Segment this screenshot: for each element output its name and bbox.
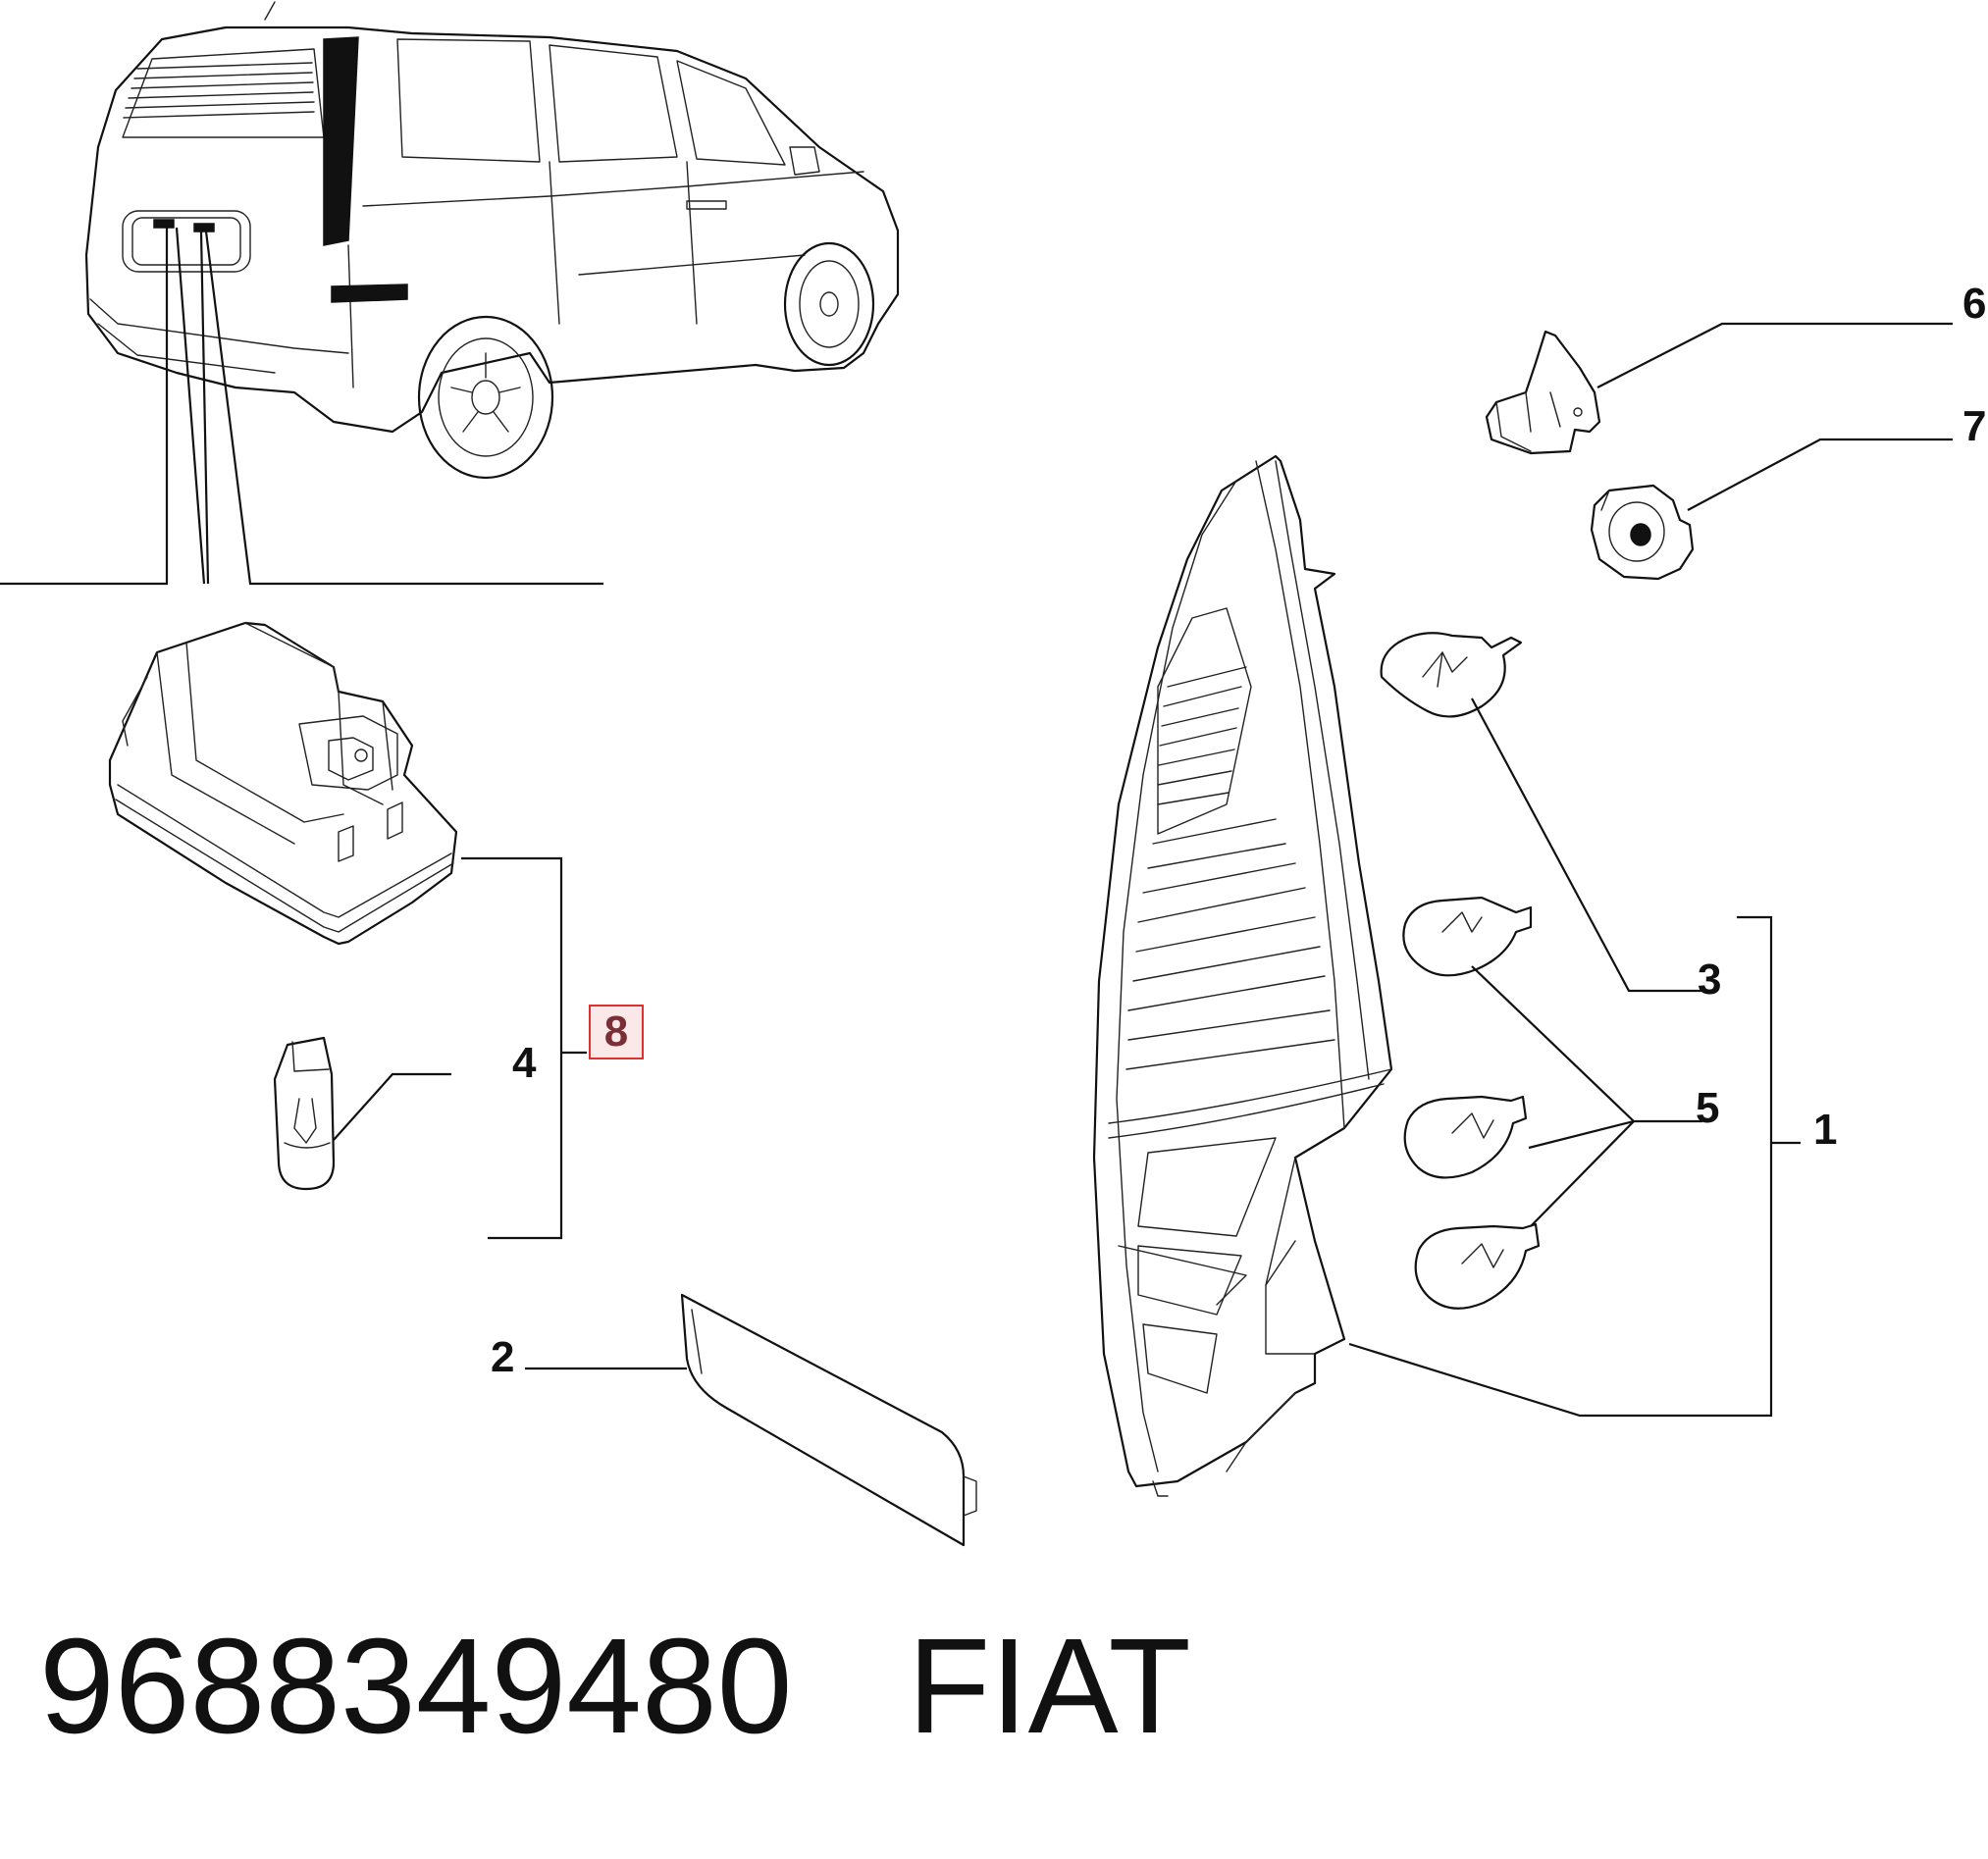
callout-label-1: 1 xyxy=(1813,1106,1838,1154)
part-number: 9688349480 xyxy=(39,1611,793,1762)
callout-label-2: 2 xyxy=(491,1333,515,1381)
brand-name: FIAT xyxy=(908,1611,1191,1762)
callout-leaders xyxy=(333,322,1953,1418)
bulb-socket xyxy=(1485,330,1601,455)
wedge-bulb xyxy=(273,1036,336,1191)
callout-label-3: 3 xyxy=(1698,955,1722,1004)
bulb-group xyxy=(1402,896,1541,1310)
bulb-b xyxy=(1403,1095,1528,1179)
callout-label-5: 5 xyxy=(1696,1084,1720,1132)
van-plate-light-leaders xyxy=(0,227,603,586)
grommet xyxy=(1590,484,1695,581)
callout-label-8-highlighted[interactable]: 8 xyxy=(589,1005,644,1059)
callout-label-4: 4 xyxy=(512,1039,537,1087)
callout-label-7: 7 xyxy=(1962,402,1987,450)
bulb-c xyxy=(1414,1222,1541,1310)
bulb-stop xyxy=(1380,632,1523,718)
lens-cover xyxy=(680,1293,977,1547)
van-illustration xyxy=(84,1,900,480)
license-plate-lamp xyxy=(108,621,458,946)
tail-lamp xyxy=(1092,454,1393,1497)
bulb-a xyxy=(1402,896,1533,977)
callout-label-6: 6 xyxy=(1962,280,1987,328)
